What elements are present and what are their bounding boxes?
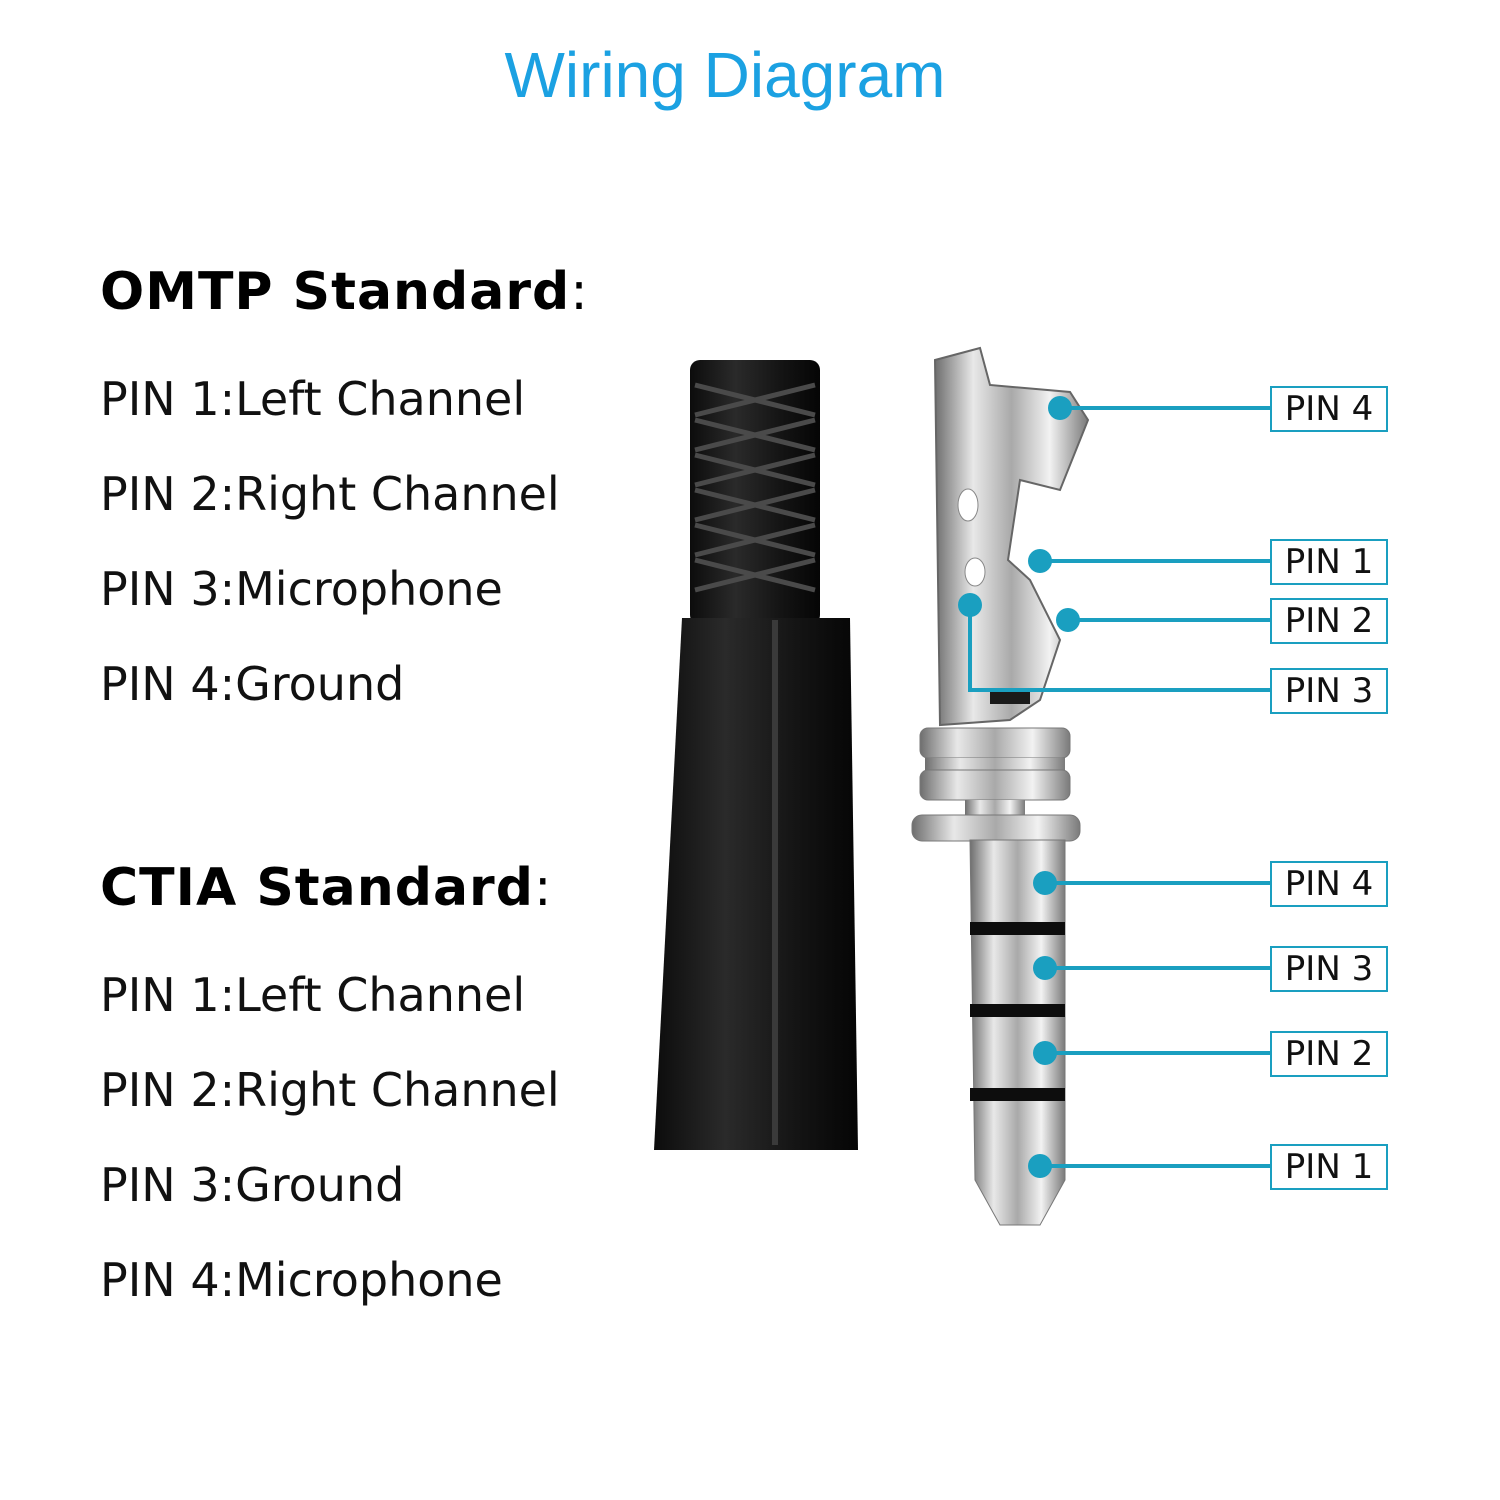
ctia-heading: CTIA Standard:	[100, 858, 552, 918]
ctia-heading-colon: :	[533, 858, 553, 918]
omtp-pin-1: PIN 1:Left Channel	[100, 372, 526, 426]
omtp-heading-colon: :	[570, 262, 589, 322]
diagram-title: Wiring Diagram	[504, 39, 946, 111]
ctia-heading-text: CTIA Standard	[100, 858, 534, 918]
omtp-heading-text: OMTP Standard	[100, 262, 571, 322]
jack-label-pin-2: PIN 2	[1270, 598, 1388, 644]
jack-terminals	[933, 346, 1090, 727]
jack-label-pin-4: PIN 4	[1270, 386, 1388, 432]
ctia-pin-3: PIN 3:Ground	[100, 1158, 405, 1212]
jack-label-pin-3: PIN 3	[1270, 668, 1388, 714]
plug-label-pin-4: PIN 4	[1270, 861, 1388, 907]
omtp-pin-2: PIN 2:Right Channel	[100, 467, 560, 521]
omtp-pin-3: PIN 3:Microphone	[100, 562, 503, 616]
omtp-heading: OMTP Standard:	[100, 262, 589, 322]
leader-lines	[958, 396, 1272, 1178]
ctia-pin-1: PIN 1:Left Channel	[100, 968, 526, 1022]
plug-label-pin-2: PIN 2	[1270, 1031, 1388, 1077]
plastic-housing	[654, 360, 858, 1150]
ctia-pin-2: PIN 2:Right Channel	[100, 1063, 560, 1117]
jack-label-pin-1: PIN 1	[1270, 539, 1388, 585]
plug-label-pin-1: PIN 1	[1270, 1144, 1388, 1190]
plug-label-pin-3: PIN 3	[1270, 946, 1388, 992]
omtp-pin-4: PIN 4:Ground	[100, 657, 405, 711]
plug-shaft	[911, 727, 1081, 1226]
ctia-pin-4: PIN 4:Microphone	[100, 1253, 503, 1307]
